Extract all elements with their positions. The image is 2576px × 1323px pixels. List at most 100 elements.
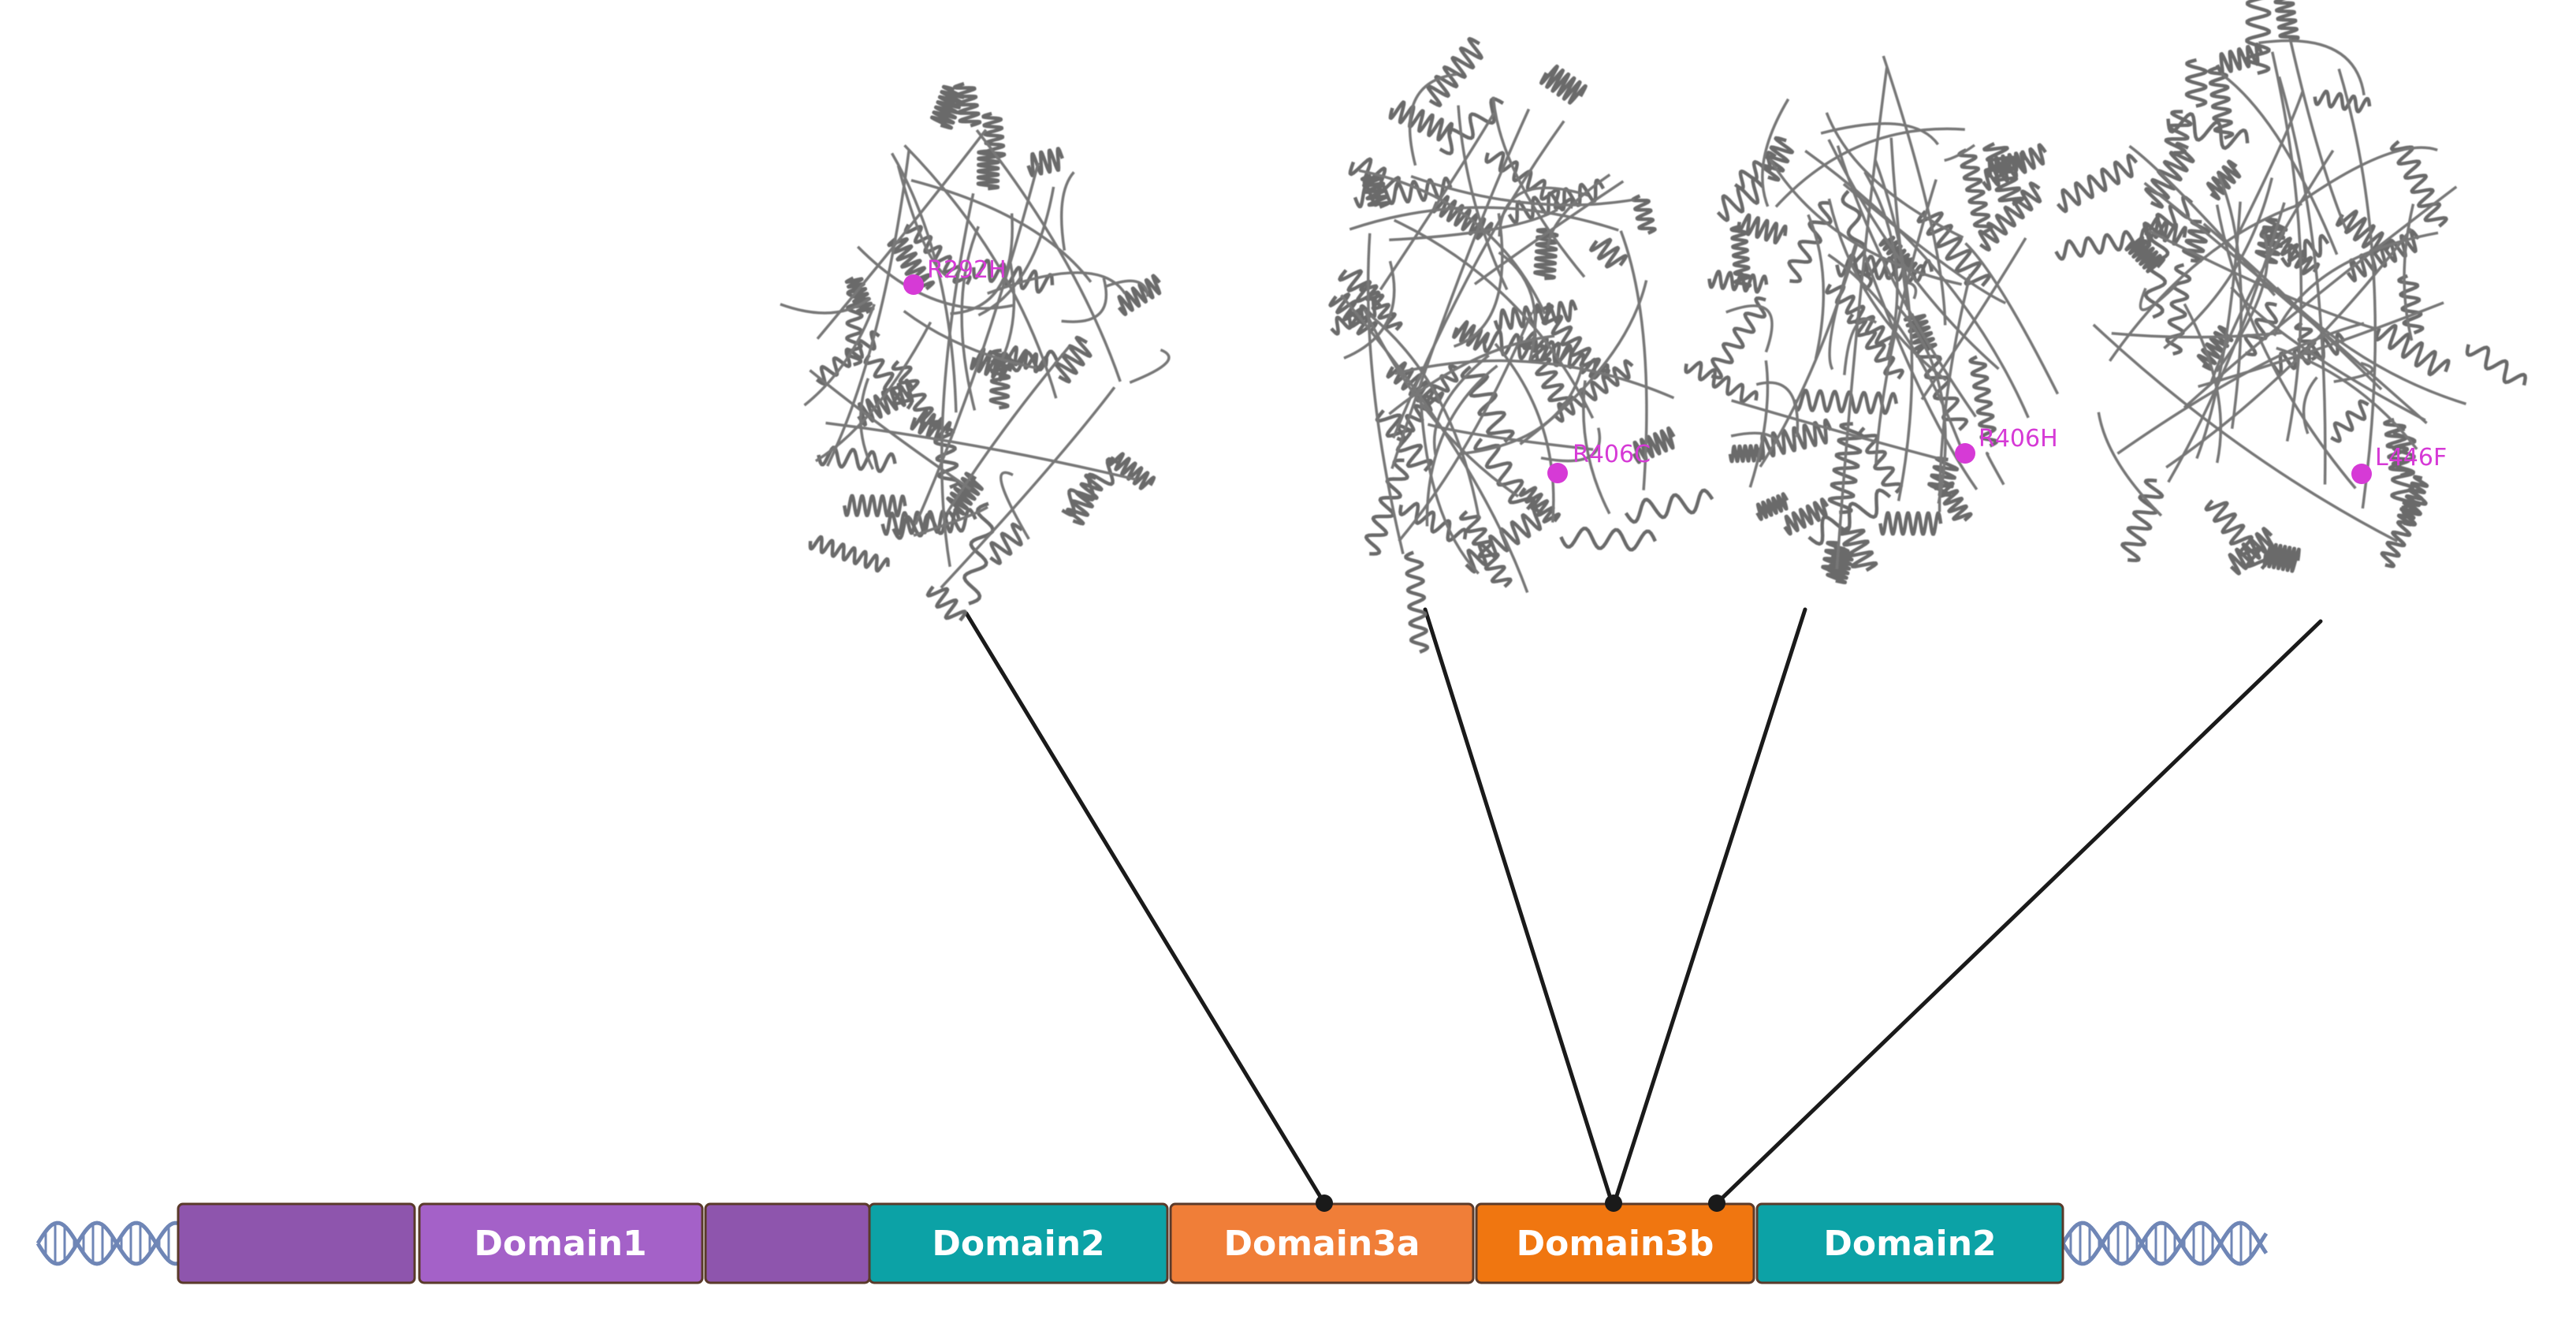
coil-loop — [1000, 263, 1016, 361]
protein-structure-4 — [2054, 0, 2527, 576]
coil-loop — [914, 162, 1040, 525]
coil-loop — [2183, 303, 2223, 464]
domain-segment: Domain2 — [868, 1202, 1169, 1284]
coil-loop — [1349, 206, 1619, 232]
domain-label-2: Domain1 — [474, 1224, 646, 1264]
helix-ribbon — [2262, 542, 2301, 573]
coil-loop — [1473, 180, 1625, 285]
coil-loop — [946, 345, 1070, 514]
helix-ribbon — [1878, 511, 1943, 536]
helix-ribbon — [1522, 339, 1571, 408]
helix-ribbon — [1353, 177, 1453, 209]
helix-ribbon — [1404, 550, 1430, 654]
coil-loop — [940, 386, 1116, 589]
coil-loop — [903, 144, 1058, 399]
helix-ribbon — [1856, 427, 1904, 494]
helix-ribbon — [1783, 498, 1830, 536]
helix-ribbon — [1452, 320, 1491, 351]
coil-loop — [1104, 279, 1149, 297]
dna-helix-left — [35, 1221, 180, 1266]
helix-ribbon — [962, 501, 995, 606]
helix-ribbon — [929, 84, 965, 130]
coil-loop — [1398, 311, 1533, 542]
helix-ribbon — [2124, 235, 2166, 274]
helix-ribbon — [2206, 159, 2242, 201]
mutation-label: R406C — [1573, 441, 1651, 468]
helix-ribbon — [2389, 140, 2448, 228]
mutation-label: L446F — [2375, 444, 2447, 471]
coil-loop — [1343, 260, 1396, 360]
coil-loop — [913, 505, 988, 537]
coil-loop — [2270, 51, 2303, 442]
protein-structure-3 — [1684, 55, 2060, 585]
helix-ribbon — [1559, 526, 1657, 552]
coil-loop — [2163, 177, 2273, 350]
helix-ribbon — [1439, 97, 1505, 155]
helix-ribbon — [1978, 181, 2042, 252]
helix-ribbon — [1117, 274, 1162, 316]
coil-loop — [1807, 214, 1826, 360]
helix-ribbon — [842, 494, 907, 518]
coil-loop — [1774, 127, 1965, 208]
connector-line-r406h — [1612, 607, 1807, 1206]
coil-loop — [1895, 304, 1947, 504]
coil-loop — [1820, 122, 1940, 146]
domain-box-7 — [1755, 1202, 2064, 1284]
helix-ribbon — [1716, 177, 1764, 222]
helix-ribbon — [1632, 426, 1676, 464]
coil-loop — [1938, 274, 1972, 512]
coil-loop — [1874, 179, 1938, 464]
domain-box-1 — [177, 1202, 416, 1284]
coil-loop — [2276, 286, 2467, 405]
coil-loop — [816, 129, 988, 340]
coil-loop — [1619, 230, 1648, 490]
domain-segment: Domain3b — [1475, 1202, 1755, 1284]
helix-ribbon — [1631, 194, 1657, 235]
helix-ribbon — [1348, 157, 1402, 195]
coil-loop — [1863, 254, 1979, 490]
helix-ribbon — [1431, 195, 1494, 240]
coil-loop — [859, 378, 874, 470]
coil-loop — [2230, 286, 2426, 422]
helix-ribbon — [1837, 525, 1878, 572]
helix-ribbon — [2273, 0, 2300, 43]
mutation-marker: R406H — [1955, 425, 2058, 464]
coil-loop — [1425, 364, 1498, 527]
coil-loop — [1393, 218, 1595, 419]
helix-ribbon — [1915, 345, 1969, 431]
helix-ribbon — [892, 508, 977, 540]
coil-loop — [2198, 301, 2444, 388]
coil-loop — [1842, 183, 2007, 304]
connector-dot — [1708, 1194, 1725, 1212]
helix-ribbon — [1707, 270, 1769, 294]
protein-structure-1 — [780, 82, 1171, 622]
coil-loop — [1761, 98, 1790, 207]
coil-loop — [2167, 202, 2286, 483]
dna-helix-right — [2060, 1221, 2269, 1266]
connector-line-l446f — [1714, 619, 2323, 1206]
helix-ribbon — [2207, 65, 2235, 140]
helix-ribbon — [1484, 151, 1574, 211]
coil-loop — [2143, 181, 2428, 425]
helix-ribbon — [1375, 409, 1434, 472]
coil-loop — [1000, 471, 1030, 540]
connector-dot — [1605, 1194, 1622, 1212]
helix-ribbon — [976, 149, 1000, 191]
coil-loop — [2128, 144, 2276, 296]
coil-loop — [1827, 139, 2000, 371]
coil-loop — [1828, 241, 1858, 371]
helix-ribbon — [2139, 195, 2194, 246]
coil-loop — [1457, 105, 1509, 291]
coil-loop — [2220, 72, 2339, 255]
coil-loop — [987, 271, 1126, 295]
coil-loop — [1843, 318, 1878, 375]
coil-loop — [1768, 158, 1963, 286]
mutation-label: R406H — [1979, 425, 2058, 453]
helix-ribbon — [1026, 147, 1064, 177]
coil-loop — [1369, 314, 1480, 519]
coil-loop — [2258, 39, 2366, 96]
coil-loop — [890, 152, 958, 413]
helix-ribbon — [891, 360, 941, 431]
coil-loop — [1835, 66, 1889, 569]
coil-loop — [1491, 96, 1586, 278]
